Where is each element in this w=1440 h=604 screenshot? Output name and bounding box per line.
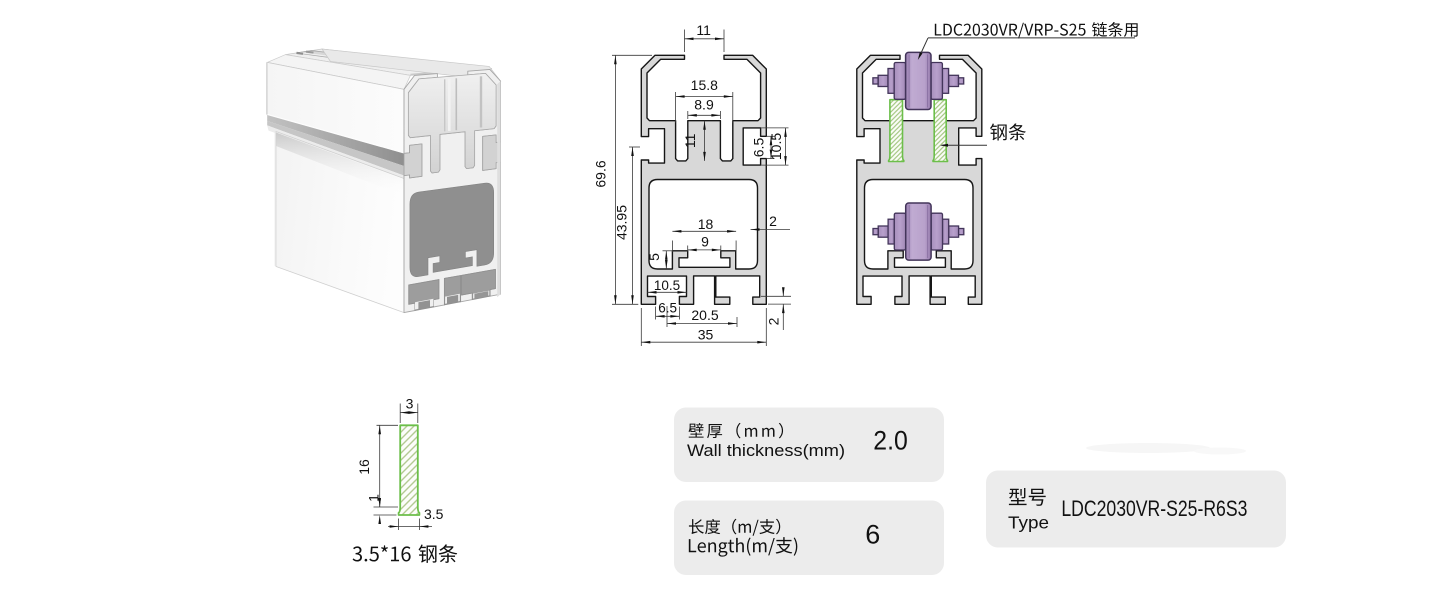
svg-text:11: 11 — [696, 22, 711, 38]
svg-text:3.5: 3.5 — [424, 506, 444, 522]
svg-text:16: 16 — [356, 459, 372, 475]
svg-text:6.5: 6.5 — [751, 138, 767, 158]
svg-text:10.5: 10.5 — [654, 278, 680, 293]
svg-text:15.8: 15.8 — [691, 77, 718, 93]
svg-text:2: 2 — [766, 317, 782, 325]
svg-text:6: 6 — [865, 520, 880, 550]
svg-text:10.5: 10.5 — [768, 133, 784, 160]
svg-text:18: 18 — [698, 216, 714, 232]
svg-text:6.5: 6.5 — [658, 300, 677, 315]
svg-text:1: 1 — [366, 494, 382, 502]
svg-text:LDC2030VR-S25-R6S3: LDC2030VR-S25-R6S3 — [1061, 496, 1247, 521]
svg-text:43.95: 43.95 — [614, 205, 630, 240]
svg-text:5: 5 — [646, 253, 662, 261]
svg-text:8.9: 8.9 — [694, 96, 714, 112]
svg-text:11: 11 — [682, 133, 698, 148]
svg-text:20.5: 20.5 — [691, 307, 718, 323]
svg-text:Type: Type — [1008, 513, 1049, 533]
svg-text:Wall thickness(mm): Wall thickness(mm) — [687, 442, 845, 460]
svg-text:3: 3 — [406, 396, 414, 412]
svg-text:69.6: 69.6 — [593, 160, 609, 187]
svg-text:2.0: 2.0 — [873, 426, 908, 456]
svg-text:9: 9 — [701, 234, 709, 250]
svg-text:2: 2 — [769, 213, 777, 229]
svg-text:35: 35 — [698, 326, 714, 342]
